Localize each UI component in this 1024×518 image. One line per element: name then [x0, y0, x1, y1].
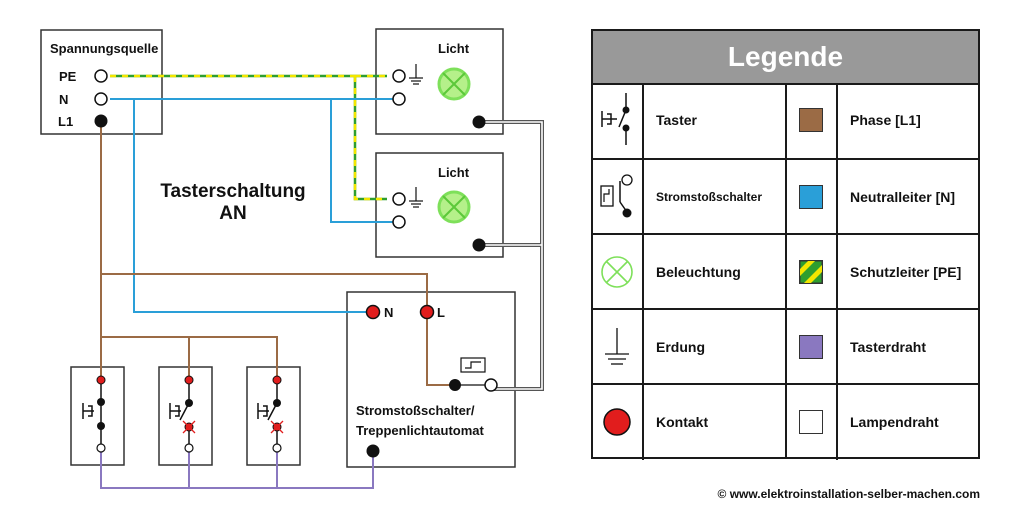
legend-row: Stromstoßschalter Neutralleiter [N] — [593, 158, 978, 235]
legend-label: Lampendraht — [850, 414, 939, 430]
relay-label-line2: Treppenlichtautomat — [356, 423, 484, 438]
relay-contact-output — [484, 378, 498, 392]
legend-row: Kontakt Lampendraht — [593, 383, 978, 460]
legend-label: Kontakt — [656, 414, 709, 430]
terminal-pe — [94, 69, 108, 83]
terminal-n — [94, 92, 108, 106]
relay-contact-input — [449, 379, 461, 391]
swatch-lamp-wire — [799, 410, 823, 434]
relay-terminal-button — [366, 444, 380, 458]
diagram-title-line1: Tasterschaltung — [160, 181, 306, 202]
lamp1-title: Licht — [438, 41, 470, 56]
lamp2-terminal-n — [392, 215, 406, 229]
copyright: © www.elektroinstallation-selber-machen.… — [717, 487, 980, 501]
legend-label: Taster — [656, 112, 697, 128]
legend-label: Neutralleiter [N] — [850, 189, 956, 205]
push-button-box-3 — [246, 366, 301, 466]
earth-wire — [110, 74, 387, 201]
legend-label: Erdung — [656, 339, 705, 355]
relay-terminal-n — [365, 304, 381, 320]
phase-wire — [100, 121, 450, 386]
legend-swatch-cell — [787, 310, 838, 385]
source-label-pe: PE — [59, 69, 77, 84]
neutral-wire — [110, 98, 393, 313]
swatch-phase — [799, 108, 823, 132]
diagram-title: Tasterschaltung AN — [148, 181, 318, 225]
push-button-icon — [601, 93, 630, 145]
legend-label: Beleuchtung — [656, 264, 741, 280]
legend-row: Erdung Tasterdraht — [593, 308, 978, 385]
swatch-earth — [799, 260, 823, 284]
legend-symbol-cell — [593, 83, 644, 158]
legend-symbol-cell — [593, 310, 644, 385]
swatch-neutral — [799, 185, 823, 209]
relay-label-line1: Stromstoßschalter/ — [356, 403, 475, 418]
swatch-button-wire — [799, 335, 823, 359]
source-title: Spannungsquelle — [50, 41, 159, 56]
lamp2-title: Licht — [438, 165, 470, 180]
push-button-2 — [169, 375, 196, 453]
legend-row: Beleuchtung Schutzleiter [PE] — [593, 233, 978, 310]
push-button-3 — [257, 375, 284, 453]
legend-label: Phase [L1] — [850, 112, 921, 128]
legend: Legende Taster Phase [L1] — [591, 29, 980, 460]
lamp-icon — [437, 67, 471, 101]
legend-divider — [785, 83, 787, 459]
lamp-icon — [437, 190, 471, 224]
contact-icon — [603, 408, 631, 436]
button-wire — [100, 448, 374, 489]
lamp-icon — [601, 256, 633, 288]
legend-swatch-cell — [787, 235, 838, 310]
lamp1-terminal-pe — [392, 69, 406, 83]
legend-swatch-cell — [787, 160, 838, 235]
lamp2-terminal-switched — [472, 238, 486, 252]
wiring-diagram — [40, 28, 544, 489]
relay-box — [346, 291, 516, 468]
lamp-wire — [482, 120, 544, 391]
legend-title: Legende — [593, 31, 978, 85]
legend-swatch-cell — [787, 83, 838, 158]
lamp2-terminal-pe — [392, 192, 406, 206]
ground-icon — [409, 64, 423, 85]
impulse-switch-icon — [600, 174, 633, 218]
ground-icon — [605, 328, 629, 365]
lamp1-terminal-n — [392, 92, 406, 106]
diagram-title-line2: AN — [219, 203, 247, 224]
ground-icon — [409, 187, 423, 208]
legend-swatch-cell — [787, 385, 838, 460]
relay-label-n: N — [384, 305, 394, 320]
legend-row: Taster Phase [L1] — [593, 83, 978, 158]
legend-symbol-cell — [593, 235, 644, 310]
source-label-l1: L1 — [58, 114, 74, 129]
relay-terminal-l — [419, 304, 435, 320]
relay-label-l: L — [437, 305, 445, 320]
legend-label: Schutzleiter [PE] — [850, 264, 962, 280]
legend-label: Stromstoßschalter — [656, 190, 763, 204]
terminal-l1 — [94, 114, 108, 128]
source-label-n: N — [59, 92, 69, 107]
lamp1-terminal-switched — [472, 115, 486, 129]
legend-symbol-cell — [593, 160, 644, 235]
push-button-1 — [82, 375, 106, 453]
legend-symbol-cell — [593, 385, 644, 460]
legend-label: Tasterdraht — [850, 339, 926, 355]
